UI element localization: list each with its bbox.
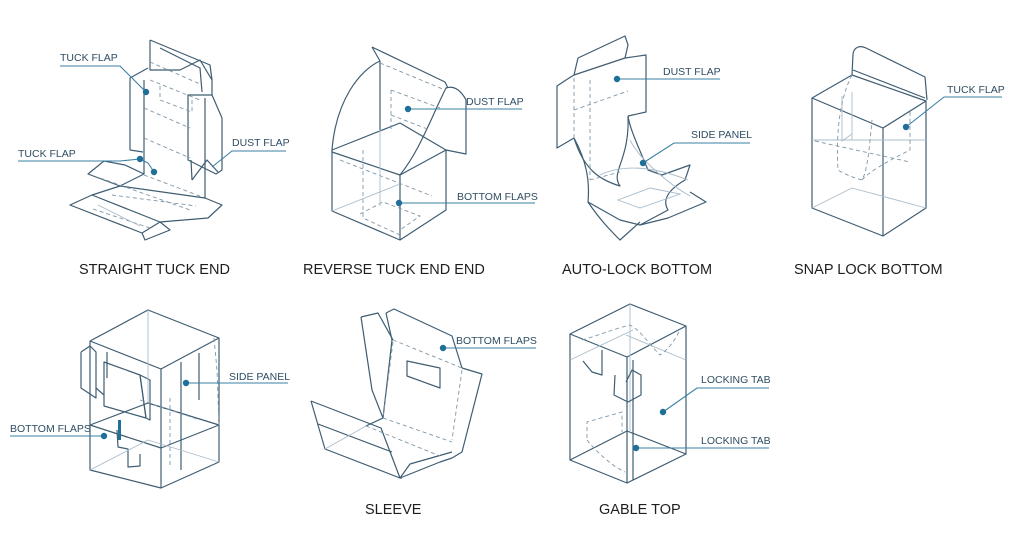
marker-dot: [136, 155, 144, 163]
marker-dot: [902, 123, 910, 131]
label-locking-tab-lower: LOCKING TAB: [701, 435, 771, 447]
box-snap-lock-bottom: TUCK FLAP SNAP LOCK BOTTOM: [794, 46, 1005, 278]
box-gable-top: LOCKING TAB LOCKING TAB GABLE TOP: [569, 303, 771, 518]
title-auto-lock-bottom: AUTO-LOCK BOTTOM: [562, 262, 712, 278]
callout-locking-tab-lower: LOCKING TAB: [632, 435, 771, 452]
callout-tuck-flap: TUCK FLAP: [902, 84, 1005, 131]
label-dust-flap: DUST FLAP: [663, 66, 721, 78]
label-dust-flap: DUST FLAP: [466, 96, 524, 108]
label-tuck-flap-bottom: TUCK FLAP: [18, 148, 76, 160]
marker-dot: [659, 408, 667, 416]
gable-top-drawing: [569, 303, 687, 484]
label-side-panel: SIDE PANEL: [229, 371, 290, 383]
label-dust-flap: DUST FLAP: [232, 137, 290, 149]
callout-dust-flap: DUST FLAP: [404, 96, 524, 113]
title-gable-top: GABLE TOP: [599, 502, 681, 518]
marker-dot: [142, 88, 150, 96]
straight-tuck-end-drawing: [69, 39, 223, 241]
marker-dot: [439, 344, 447, 352]
box-reverse-tuck-end: DUST FLAP BOTTOM FLAPS REVERSE TUCK END …: [303, 46, 538, 278]
marker-dot: [150, 168, 158, 176]
auto-lock-bottom-drawing: [556, 35, 707, 241]
callout-bottom-flaps: BOTTOM FLAPS: [395, 191, 538, 207]
label-locking-tab-upper: LOCKING TAB: [701, 374, 771, 386]
snap-lock-bottom-drawing: [811, 46, 928, 237]
marker-dot: [100, 432, 108, 440]
marker-bar: [118, 420, 121, 440]
label-tuck-flap: TUCK FLAP: [947, 84, 1005, 96]
label-side-panel: SIDE PANEL: [691, 129, 752, 141]
box-mailer: SIDE PANEL BOTTOM FLAPS: [10, 309, 290, 489]
callout-locking-tab-upper: LOCKING TAB: [659, 374, 771, 416]
sleeve-drawing: [310, 308, 483, 479]
label-bottom-flaps: BOTTOM FLAPS: [10, 423, 91, 435]
callout-side-panel: SIDE PANEL: [639, 129, 752, 167]
callout-side-panel: SIDE PANEL: [182, 371, 290, 387]
title-straight-tuck-end: STRAIGHT TUCK END: [79, 262, 230, 278]
label-bottom-flaps: BOTTOM FLAPS: [457, 191, 538, 203]
marker-dot: [182, 379, 190, 387]
callout-tuck-flap-bottom: TUCK FLAP: [18, 148, 158, 176]
box-straight-tuck-end: TUCK FLAP TUCK FLAP DUST FLAP STRAIGHT T…: [18, 39, 290, 278]
marker-dot: [395, 199, 403, 207]
callout-tuck-flap-top: TUCK FLAP: [60, 52, 150, 96]
label-tuck-flap-top: TUCK FLAP: [60, 52, 118, 64]
box-sleeve: BOTTOM FLAPS SLEEVE: [310, 308, 537, 518]
reverse-tuck-end-drawing: [331, 46, 467, 241]
callout-dust-flap: DUST FLAP: [211, 137, 290, 168]
title-snap-lock-bottom: SNAP LOCK BOTTOM: [794, 262, 943, 278]
callout-bottom-flaps: BOTTOM FLAPS: [10, 423, 108, 440]
marker-dot: [632, 444, 640, 452]
marker-dot: [639, 159, 647, 167]
title-sleeve: SLEEVE: [365, 502, 422, 518]
callout-dust-flap: DUST FLAP: [613, 66, 721, 83]
box-auto-lock-bottom: DUST FLAP SIDE PANEL AUTO-LOCK BOTTOM: [556, 35, 752, 278]
callout-bottom-flaps: BOTTOM FLAPS: [439, 335, 537, 352]
marker-dot: [404, 105, 412, 113]
title-reverse-tuck-end: REVERSE TUCK END END: [303, 262, 485, 278]
marker-dot: [613, 75, 621, 83]
mailer-drawing: [80, 309, 220, 489]
label-bottom-flaps: BOTTOM FLAPS: [456, 335, 537, 347]
